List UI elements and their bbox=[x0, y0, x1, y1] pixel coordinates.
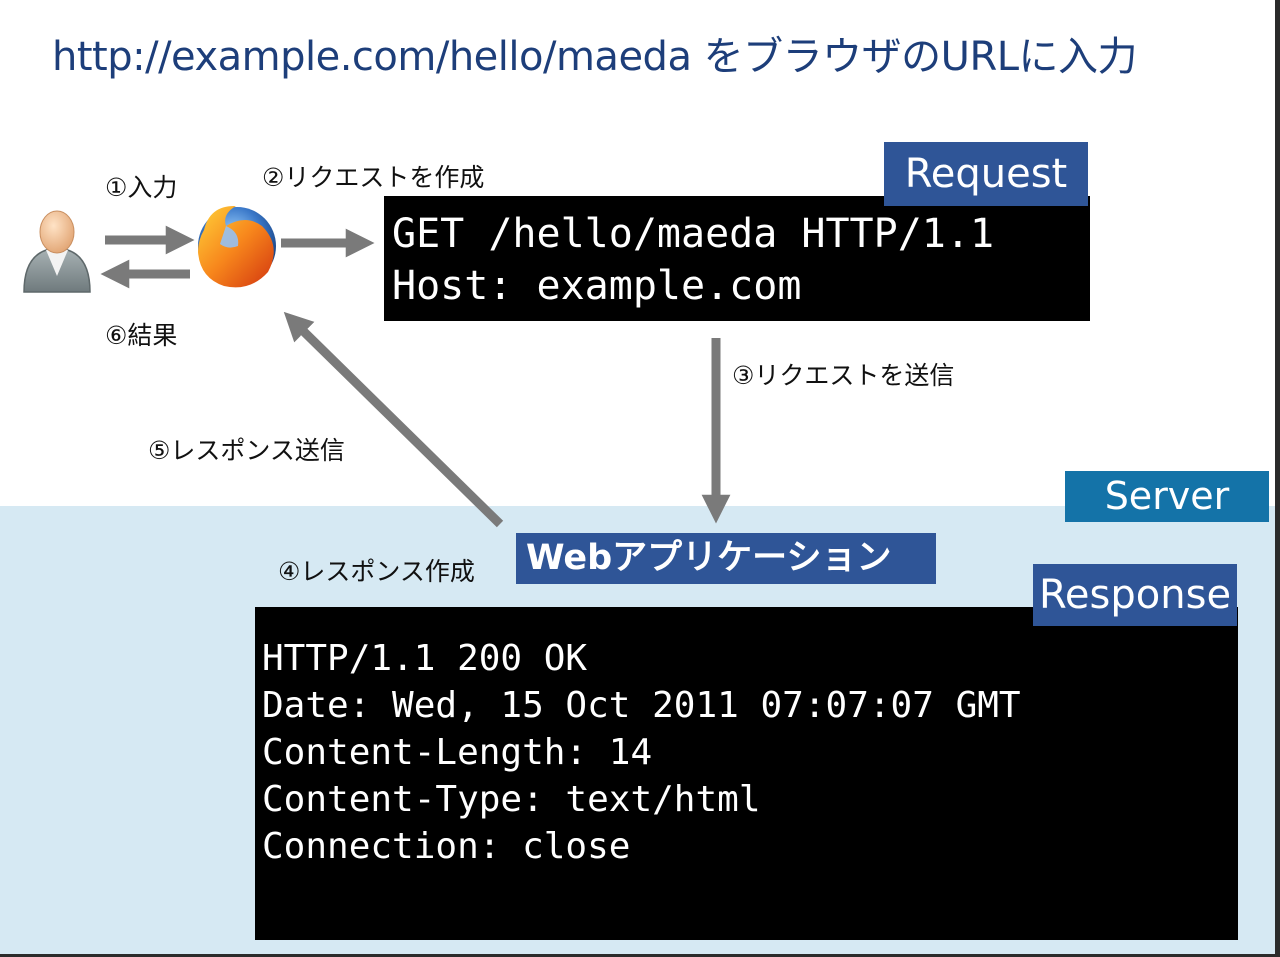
request-terminal: GET /hello/maeda HTTP/1.1 Host: example.… bbox=[384, 196, 1090, 321]
response-tag: Response bbox=[1033, 564, 1237, 626]
request-line: Host: example.com bbox=[392, 263, 802, 309]
request-tag: Request bbox=[884, 142, 1088, 206]
request-line: GET /hello/maeda HTTP/1.1 bbox=[392, 211, 995, 257]
response-terminal: HTTP/1.1 200 OK Date: Wed, 15 Oct 2011 0… bbox=[255, 607, 1238, 940]
step-input-label: ①入力 bbox=[105, 173, 178, 202]
step-send-request-label: ③リクエストを送信 bbox=[732, 361, 955, 390]
response-line: Content-Type: text/html bbox=[262, 779, 761, 820]
server-tag: Server bbox=[1065, 471, 1269, 522]
response-line: Content-Length: 14 bbox=[262, 732, 653, 773]
response-line: Date: Wed, 15 Oct 2011 07:07:07 GMT bbox=[262, 685, 1021, 726]
firefox-icon bbox=[198, 205, 276, 288]
step-create-response-label: ④レスポンス作成 bbox=[278, 557, 475, 586]
user-icon bbox=[23, 210, 91, 293]
web-app-tag: Webアプリケーション bbox=[516, 533, 936, 584]
step-create-request-label: ②リクエストを作成 bbox=[262, 163, 485, 192]
response-line: HTTP/1.1 200 OK bbox=[262, 638, 588, 679]
arrow-send-response bbox=[283, 311, 504, 528]
step-result-label: ⑥結果 bbox=[105, 321, 178, 350]
slide-title: http://example.com/hello/maeda をブラウザのURL… bbox=[52, 34, 1138, 80]
response-line: Connection: close bbox=[262, 826, 631, 867]
step-send-response-label: ⑤レスポンス送信 bbox=[148, 436, 345, 465]
